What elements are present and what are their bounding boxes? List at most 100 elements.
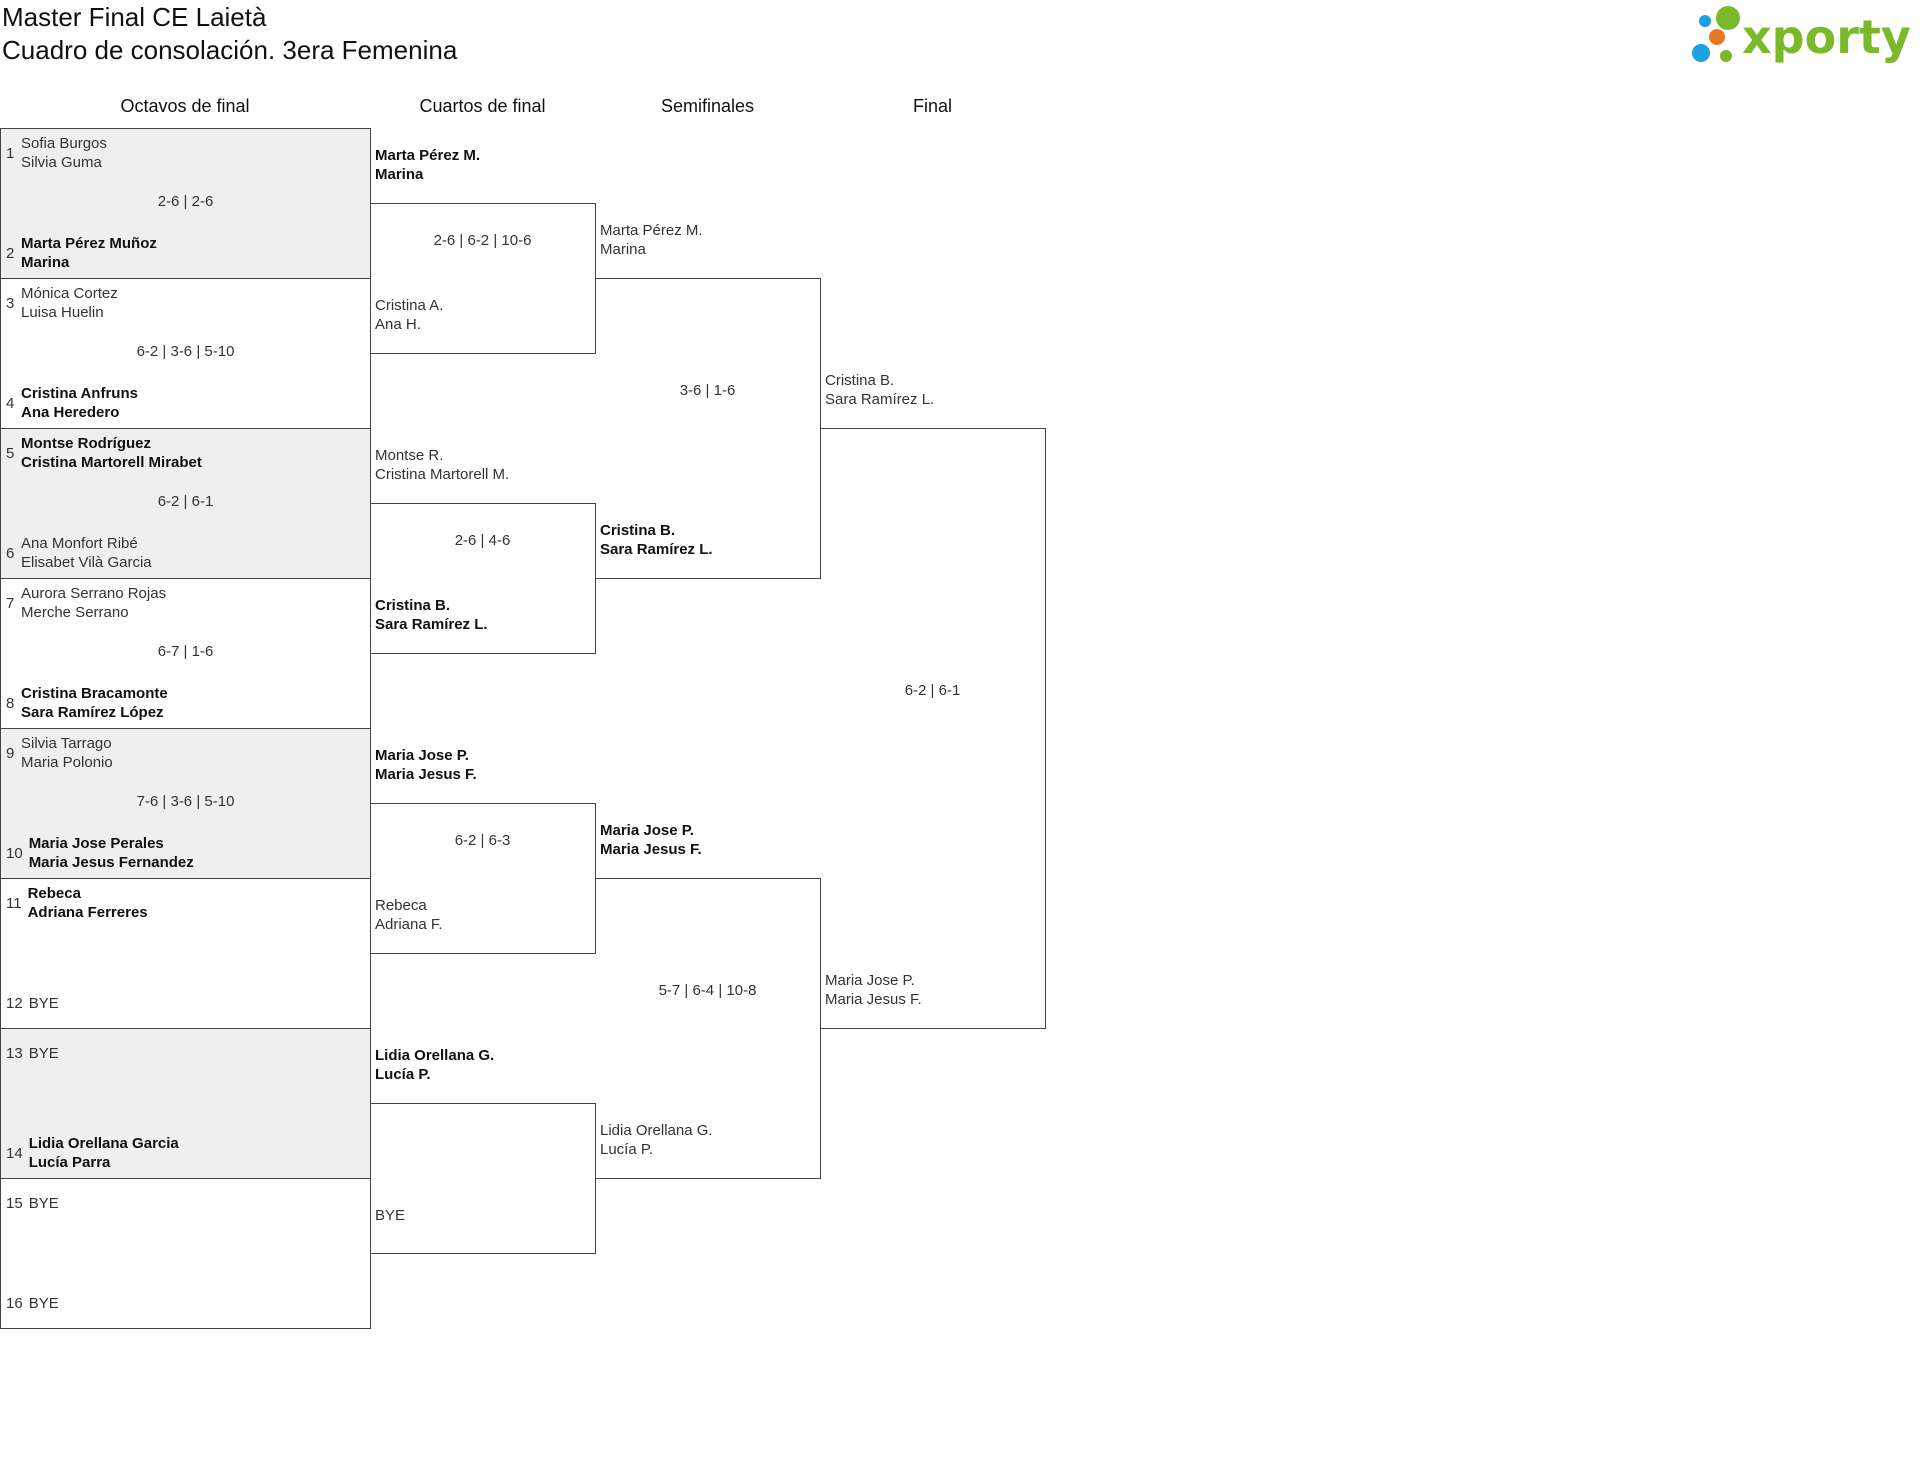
player-name: Maria Polonio	[21, 754, 113, 771]
team-slot[interactable]: Maria Jose P.Maria Jesus F.	[375, 746, 477, 784]
player-name: Lidia Orellana G.	[375, 1047, 495, 1064]
player-name: Marta Pérez M.	[375, 147, 481, 164]
team-slot[interactable]: Lidia Orellana G.Lucía P.	[600, 1121, 713, 1159]
seed-number: 2	[6, 244, 15, 262]
player-name: Cristina Bracamonte	[21, 685, 168, 702]
match-score: 7-6 | 3-6 | 5-10	[136, 793, 235, 810]
svg-text:xporty: xporty	[1742, 10, 1911, 64]
match-score: 6-7 | 1-6	[157, 643, 214, 660]
player-name: Sofia Burgos	[21, 135, 107, 152]
player-name: Cristina Anfruns	[21, 385, 138, 402]
seed-number: 7	[6, 594, 15, 612]
team-slot[interactable]: Cristina B.Sara Ramírez L.	[375, 596, 488, 634]
team-names: Montse R.Cristina Martorell M.	[375, 446, 509, 484]
team-slot[interactable]: Marta Pérez M. Marina	[375, 146, 480, 184]
player-name: Maria Jose Perales	[28, 835, 164, 852]
player-name: Sara Ramírez López	[21, 704, 164, 721]
match-score: 3-6 | 1-6	[679, 382, 736, 399]
team-slot[interactable]: Cristina B.Sara Ramírez L.	[600, 521, 713, 559]
team-names: Cristina B.Sara Ramírez L.	[375, 596, 488, 634]
round-header-cuartos: Cuartos de final	[419, 96, 546, 116]
player-name: Marina	[375, 166, 424, 183]
team-names: Maria Jose P. Maria Jesus F.	[825, 971, 922, 1009]
player-name: Merche Serrano	[21, 604, 129, 621]
team-slot[interactable]: BYE	[375, 1196, 405, 1234]
player-name: Luisa Huelin	[21, 304, 104, 321]
team-names: BYE	[29, 1194, 59, 1213]
match-score: 5-7 | 6-4 | 10-8	[658, 982, 757, 999]
player-name: Ana Heredero	[21, 404, 120, 421]
team-slot[interactable]: Lidia Orellana G. Lucía P.	[375, 1046, 494, 1084]
player-name: Maria Jose P.	[825, 972, 915, 989]
team-slot[interactable]: Montse R.Cristina Martorell M.	[375, 446, 509, 484]
team-names: Marta Pérez M. Marina	[375, 146, 480, 184]
seed-number: 9	[6, 744, 15, 762]
team-slot[interactable]: Maria Jose P.Maria Jesus F.	[600, 821, 702, 859]
player-name: Elisabet Vilà Garcia	[21, 554, 152, 571]
team-slot[interactable]: Cristina B.Sara Ramírez L.	[825, 371, 934, 409]
seed-number: 10	[6, 844, 23, 862]
team-slot[interactable]: Maria Jose P. Maria Jesus F.	[825, 971, 922, 1009]
match-score: 6-2 | 3-6 | 5-10	[136, 343, 235, 360]
player-name: Sara Ramírez L.	[825, 391, 935, 408]
seed-number: 4	[6, 394, 15, 412]
team-slot[interactable]: Marta Pérez M.Marina	[600, 221, 703, 259]
team-slot[interactable]: Cristina A.Ana H.	[375, 296, 443, 334]
player-name: Maria Jesus F.	[825, 991, 922, 1008]
player-name: Sara Ramírez L.	[375, 616, 488, 633]
xporty-logo[interactable]: xporty	[1690, 4, 1916, 66]
team-names: BYE	[375, 1206, 405, 1225]
seed-number: 6	[6, 544, 15, 562]
player-name: Lucía Parra	[28, 1154, 111, 1171]
team-names: Cristina B.Sara Ramírez L.	[825, 371, 934, 409]
player-name: Lucía P.	[375, 1066, 431, 1083]
player-name: BYE	[28, 1044, 59, 1062]
tournament-title: Master Final CE Laietà	[2, 2, 267, 32]
match-score: 2-6 | 4-6	[454, 532, 511, 549]
player-name: Cristina Martorell M.	[375, 466, 510, 483]
match-score: 6-2 | 6-1	[904, 682, 961, 699]
match-score: 2-6 | 6-2 | 10-6	[433, 232, 532, 249]
seed-number: 13	[6, 1044, 23, 1062]
player-name: Maria Jesus F.	[375, 766, 477, 783]
player-name: BYE	[28, 994, 59, 1012]
player-name: Marina	[600, 241, 646, 258]
player-name: Lidia Orellana Garcia	[28, 1135, 179, 1152]
player-name: BYE	[28, 1294, 59, 1312]
team-names: Lidia Orellana G.Lucía P.	[600, 1121, 713, 1159]
team-slot[interactable]: 13 BYE	[6, 1034, 59, 1072]
team-names: BYE	[29, 994, 59, 1013]
team-names: BYE	[29, 1044, 59, 1063]
match-final	[820, 428, 1046, 1029]
draw-subtitle: Cuadro de consolación. 3era Femenina	[2, 35, 458, 65]
round-header-semifinales: Semifinales	[660, 96, 755, 116]
player-name: Montse Rodríguez	[21, 435, 151, 452]
seed-number: 14	[6, 1144, 23, 1162]
